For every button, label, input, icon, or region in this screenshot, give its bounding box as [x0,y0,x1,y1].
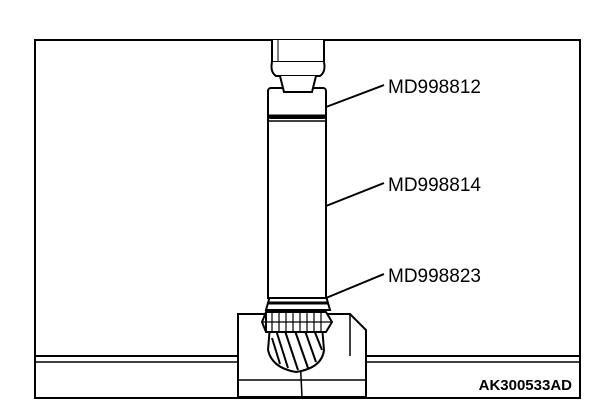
leader-md998823 [325,273,385,299]
callout-md998823: MD998823 [388,266,481,287]
callout-md998812: MD998812 [388,77,481,98]
figure-id: AK300533AD [479,377,573,394]
press-ram [270,40,326,93]
pinion-gear [266,325,326,374]
installer-md998814-body [267,115,327,299]
callout-md998814: MD998814 [388,175,481,196]
leader-lines [325,84,385,299]
leader-md998812 [325,84,385,108]
installer-md998812-body [267,87,327,122]
bearing-ring [260,311,334,333]
leader-md998814 [325,182,385,207]
